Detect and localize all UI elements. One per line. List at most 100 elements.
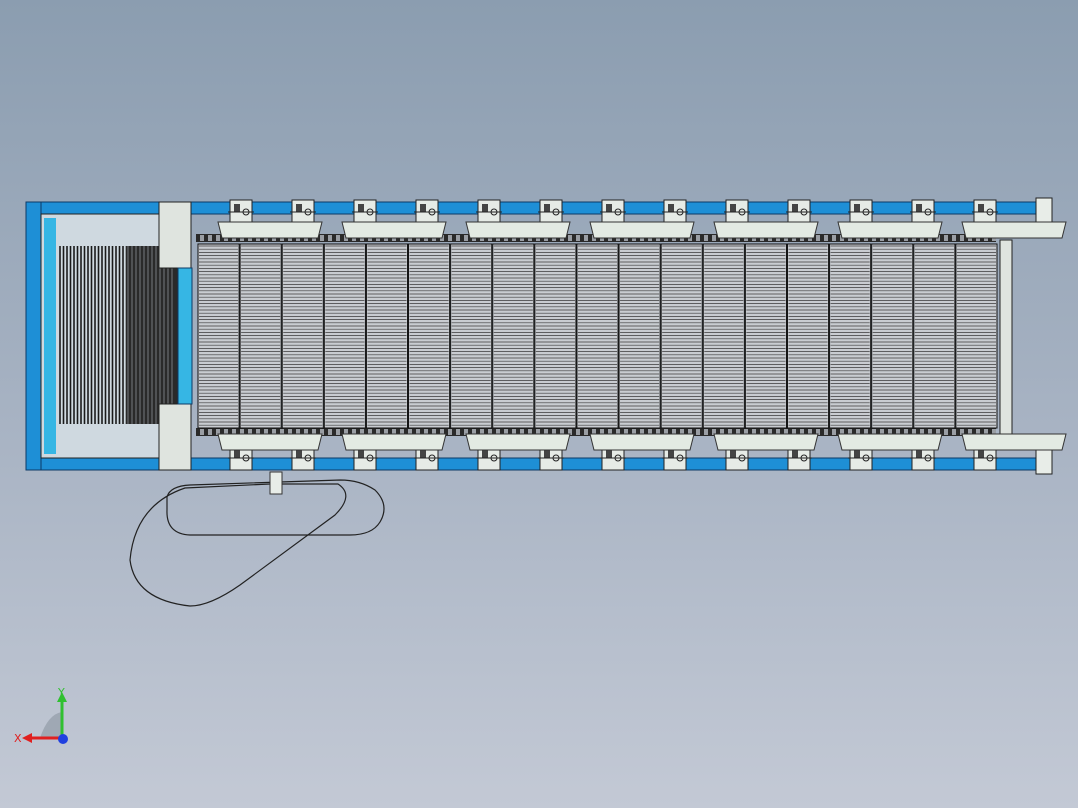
bottom-chain-link — [968, 429, 972, 435]
bottom-chain-link — [208, 429, 212, 435]
bottom-chain-link — [440, 429, 444, 435]
slat-panel — [618, 243, 661, 429]
transfer-post-bottom — [158, 403, 192, 471]
slat-panel — [660, 243, 703, 429]
bottom-chain-link — [952, 429, 956, 435]
bracket-bolt — [420, 204, 426, 212]
top-chain-link — [816, 235, 820, 241]
slat-panel — [281, 243, 324, 429]
bottom-chain-link — [784, 429, 788, 435]
bottom-chain-link — [984, 429, 988, 435]
top-chain-link — [704, 235, 708, 241]
bottom-chain-link — [432, 429, 436, 435]
transfer-post-top — [158, 201, 192, 269]
bracket-bolt — [916, 204, 922, 212]
top-bracket — [848, 199, 874, 225]
bottom-chain-link — [456, 429, 460, 435]
bracket-bolt — [978, 204, 984, 212]
top-guide-plate — [961, 221, 1067, 239]
bottom-chain-link — [840, 429, 844, 435]
bottom-guide-plate — [217, 433, 323, 451]
bottom-chain-link — [712, 429, 716, 435]
top-bracket — [228, 199, 254, 225]
bottom-chain-link — [480, 429, 484, 435]
bottom-chain-link — [216, 429, 220, 435]
bottom-chain-link — [472, 429, 476, 435]
bottom-chain-link — [768, 429, 772, 435]
slat-panel — [786, 243, 830, 429]
bracket-bolt — [606, 450, 612, 458]
bottom-chain-link — [312, 429, 316, 435]
bottom-chain-link — [880, 429, 884, 435]
bracket-bolt — [296, 450, 302, 458]
bottom-chain-link — [560, 429, 564, 435]
bottom-chain-link — [264, 429, 268, 435]
bottom-chain-link — [392, 429, 396, 435]
bottom-chain-link — [304, 429, 308, 435]
bracket-bolt — [730, 204, 736, 212]
bottom-chain-link — [736, 429, 740, 435]
bottom-chain-link — [608, 429, 612, 435]
right-bottom-mount — [1035, 447, 1053, 475]
bracket-bolt — [792, 450, 798, 458]
bottom-chain-link — [632, 429, 636, 435]
bracket-bolt — [296, 204, 302, 212]
bottom-chain-link — [872, 429, 876, 435]
bottom-chain-link — [928, 429, 932, 435]
bottom-chain-link — [256, 429, 260, 435]
bottom-chain-link — [224, 429, 228, 435]
bracket-bolt — [730, 450, 736, 458]
bottom-chain-link — [344, 429, 348, 435]
bottom-chain-link — [280, 429, 284, 435]
right-top-mount — [1035, 197, 1053, 225]
bottom-chain-link — [760, 429, 764, 435]
bottom-chain-link — [448, 429, 452, 435]
top-bracket — [290, 199, 316, 225]
top-chain-link — [944, 235, 948, 241]
top-bracket — [786, 199, 812, 225]
z-axis-dot-icon — [58, 734, 68, 744]
bottom-chain-link — [528, 429, 532, 435]
bottom-guide-plate — [961, 433, 1067, 451]
bracket-bolt — [420, 450, 426, 458]
bottom-chain-link — [744, 429, 748, 435]
conveyor-frame — [25, 197, 1053, 475]
bracket-row — [217, 199, 1067, 471]
bottom-chain-link — [912, 429, 916, 435]
bottom-chain-link — [400, 429, 404, 435]
slat-panel — [871, 243, 914, 429]
drive-belt-loop — [129, 471, 385, 607]
left-end-frame — [25, 201, 42, 471]
bracket-bolt — [668, 204, 674, 212]
bottom-chain-link — [640, 429, 644, 435]
bottom-chain-link — [856, 429, 860, 435]
bottom-chain-link — [488, 429, 492, 435]
y-axis-label: Y — [57, 686, 65, 699]
bottom-chain-link — [672, 429, 676, 435]
bracket-bolt — [234, 204, 240, 212]
bottom-chain-link — [520, 429, 524, 435]
top-chain-link — [576, 235, 580, 241]
bottom-chain-link — [232, 429, 236, 435]
bracket-bolt — [544, 204, 550, 212]
bottom-chain-link — [848, 429, 852, 435]
bottom-chain-link — [384, 429, 388, 435]
bracket-bolt — [358, 204, 364, 212]
bottom-chain-link — [328, 429, 332, 435]
top-bracket — [600, 199, 626, 225]
bottom-chain-link — [680, 429, 684, 435]
bracket-bolt — [482, 450, 488, 458]
bottom-chain-link — [824, 429, 828, 435]
slat-panel — [576, 243, 619, 429]
top-chain-link — [584, 235, 588, 241]
bottom-chain-link — [888, 429, 892, 435]
bottom-guide-plate — [837, 433, 943, 451]
bottom-chain-link — [616, 429, 620, 435]
triad-plane-icon — [40, 712, 62, 738]
bracket-bolt — [854, 204, 860, 212]
top-bracket — [724, 199, 750, 225]
bottom-chain-link — [688, 429, 692, 435]
bottom-chain-link — [512, 429, 516, 435]
